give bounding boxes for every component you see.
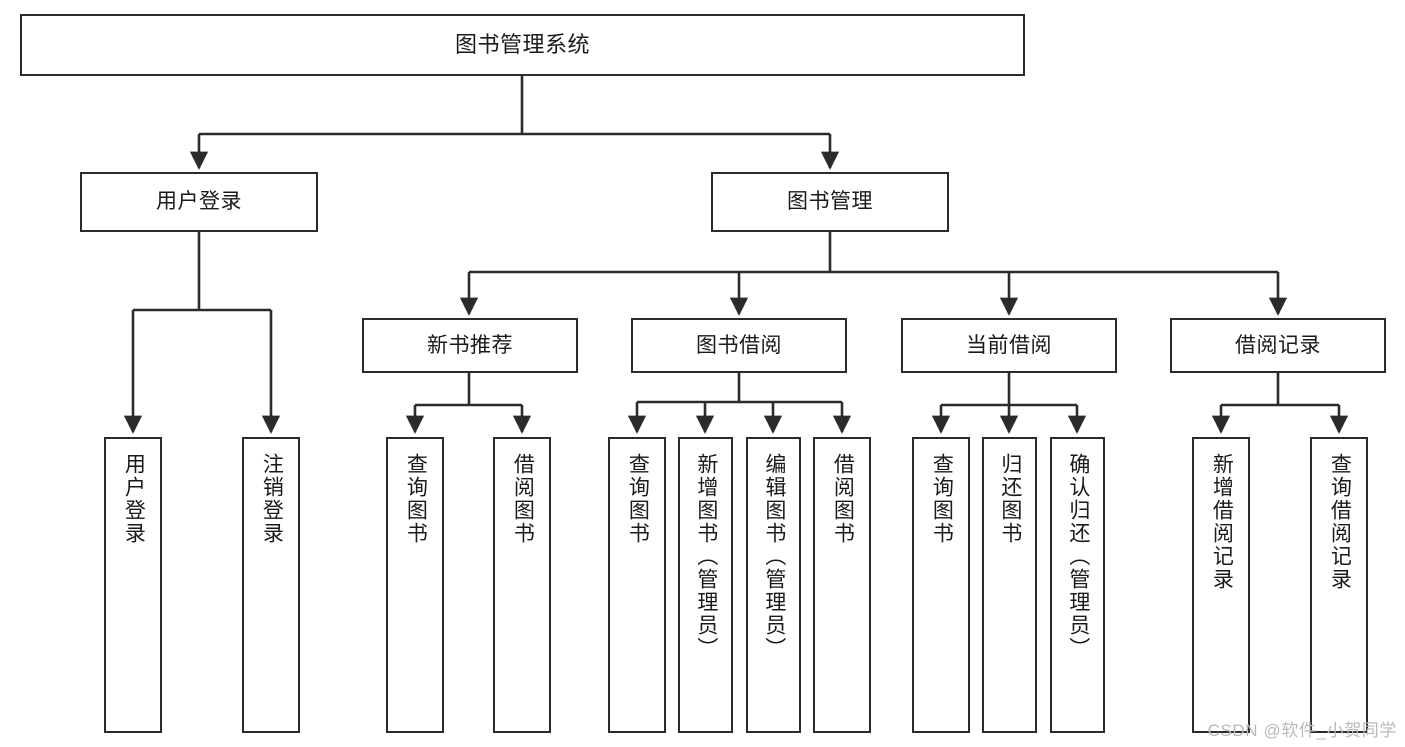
node-label: 用户登录 — [156, 190, 242, 214]
node-label: 注销登录 — [260, 453, 284, 545]
node-new-book-recommend[interactable]: 新书推荐 — [362, 318, 578, 373]
leaf-cb-confirm-return-admin[interactable]: 确认归还（管理员） — [1050, 437, 1105, 733]
node-label: 借阅图书 — [511, 453, 535, 545]
node-book-borrow[interactable]: 图书借阅 — [631, 318, 847, 373]
node-root-system[interactable]: 图书管理系统 — [20, 14, 1025, 76]
leaf-bb-query-book[interactable]: 查询图书 — [608, 437, 666, 733]
leaf-bb-borrow-book[interactable]: 借阅图书 — [813, 437, 871, 733]
node-label: 编辑图书（管理员） — [762, 453, 786, 660]
leaf-user-login[interactable]: 用户登录 — [104, 437, 162, 733]
node-book-management[interactable]: 图书管理 — [711, 172, 949, 232]
leaf-br-query-record[interactable]: 查询借阅记录 — [1310, 437, 1368, 733]
node-label: 确认归还（管理员） — [1066, 453, 1090, 660]
node-current-borrow[interactable]: 当前借阅 — [901, 318, 1117, 373]
node-label: 新增借阅记录 — [1210, 453, 1234, 591]
leaf-nbr-query-book[interactable]: 查询图书 — [386, 437, 444, 733]
node-label: 查询图书 — [930, 453, 954, 545]
node-label: 归还图书 — [998, 453, 1022, 545]
watermark-text: CSDN @软件_小贺同学 — [1207, 721, 1397, 740]
leaf-nbr-borrow-book[interactable]: 借阅图书 — [493, 437, 551, 733]
node-label: 图书管理 — [787, 190, 873, 214]
node-label: 用户登录 — [122, 453, 146, 545]
node-label: 新增图书（管理员） — [694, 453, 718, 660]
leaf-bb-add-book-admin[interactable]: 新增图书（管理员） — [678, 437, 733, 733]
node-label: 新书推荐 — [427, 333, 513, 357]
node-label: 查询图书 — [626, 453, 650, 545]
node-label: 借阅记录 — [1235, 333, 1321, 357]
node-label: 借阅图书 — [831, 453, 855, 545]
node-label: 查询图书 — [404, 453, 428, 545]
node-label: 图书管理系统 — [454, 31, 590, 57]
leaf-br-add-record[interactable]: 新增借阅记录 — [1192, 437, 1250, 733]
leaf-cb-return-book[interactable]: 归还图书 — [982, 437, 1037, 733]
node-label: 当前借阅 — [966, 333, 1052, 357]
leaf-bb-edit-book-admin[interactable]: 编辑图书（管理员） — [746, 437, 801, 733]
leaf-cb-query-book[interactable]: 查询图书 — [912, 437, 970, 733]
node-user-login[interactable]: 用户登录 — [80, 172, 318, 232]
node-label: 图书借阅 — [696, 333, 782, 357]
leaf-user-logout[interactable]: 注销登录 — [242, 437, 300, 733]
node-label: 查询借阅记录 — [1328, 453, 1352, 591]
node-borrow-record[interactable]: 借阅记录 — [1170, 318, 1386, 373]
